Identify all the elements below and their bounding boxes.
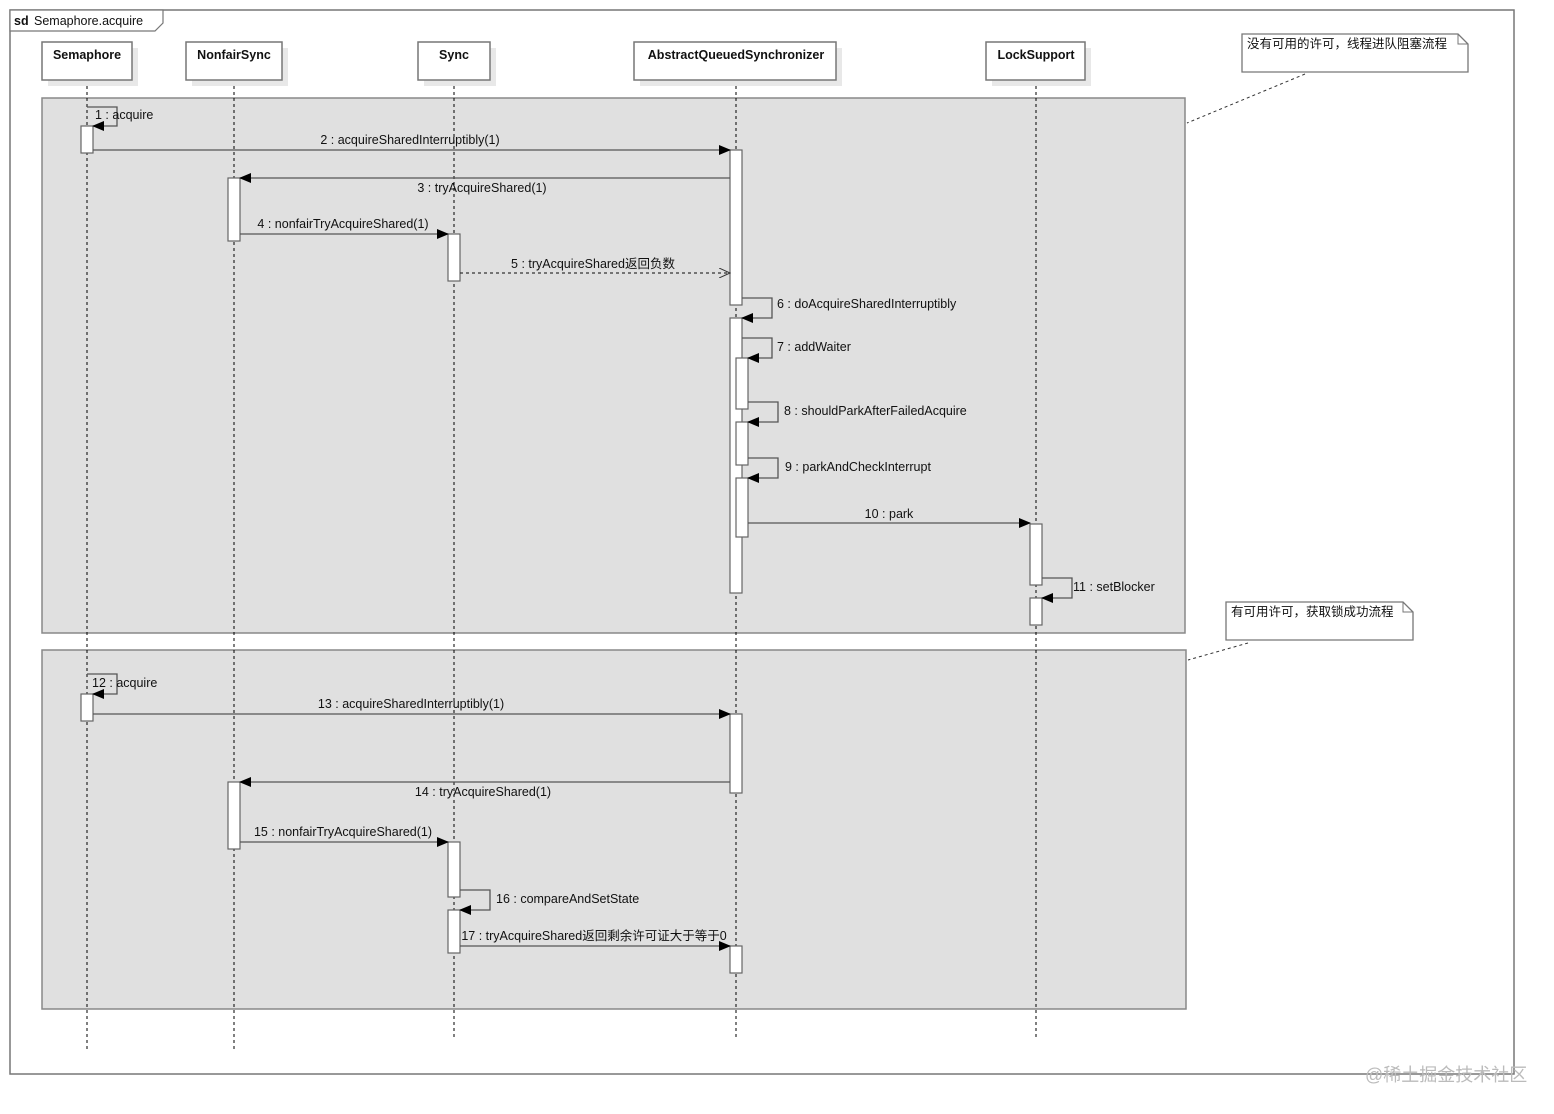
lifeline-name: Sync [439, 48, 469, 62]
activation-bar [729, 945, 743, 974]
message-label: 4 : nonfairTryAcquireShared(1) [257, 217, 428, 231]
message-label: 17 : tryAcquireShared返回剩余许可证大于等于0 [461, 928, 726, 943]
lifeline-header[interactable] [985, 41, 1086, 81]
activation-bar [80, 125, 94, 154]
self-message-arrow [747, 457, 779, 483]
message-label: 5 : tryAcquireShared返回负数 [511, 256, 675, 271]
note-box[interactable] [1241, 33, 1469, 73]
message-label: 7 : addWaiter [777, 340, 851, 354]
message-label: 6 : doAcquireSharedInterruptibly [777, 297, 957, 311]
message-label: 14 : tryAcquireShared(1) [415, 785, 551, 799]
fragment-success-flow [41, 649, 1187, 1010]
activation-bar [735, 357, 749, 410]
activation-bar [729, 713, 743, 794]
note-fold-icon [1402, 602, 1413, 613]
self-message-arrow [742, 337, 773, 363]
lifeline-name: LockSupport [997, 48, 1075, 62]
note-connector [1187, 642, 1249, 661]
sd-keyword: sd [14, 14, 29, 28]
message-label: 8 : shouldParkAfterFailedAcquire [784, 404, 967, 418]
message-label: 2 : acquireSharedInterruptibly(1) [320, 133, 499, 147]
lifeline-header[interactable] [417, 41, 491, 81]
message-label: 12 : acquire [92, 676, 157, 690]
note-box[interactable] [1225, 601, 1414, 641]
activation-bar [447, 909, 461, 954]
message-label: 9 : parkAndCheckInterrupt [785, 460, 931, 474]
note-text: 没有可用的许可，线程进队阻塞流程 [1247, 36, 1448, 51]
self-message-arrow [1041, 577, 1073, 603]
activation-bar [735, 477, 749, 538]
lifeline-name: AbstractQueuedSynchronizer [648, 48, 825, 62]
lifeline-header[interactable] [41, 41, 133, 81]
activation-bar [1029, 523, 1043, 586]
message-label: 16 : compareAndSetState [496, 892, 639, 906]
activation-bar [735, 421, 749, 466]
watermark: @稀土掘金技术社区 [1365, 1065, 1527, 1085]
self-message-arrow [459, 889, 491, 915]
note-text: 有可用许可，获取锁成功流程 [1231, 604, 1394, 619]
message-label: 15 : nonfairTryAcquireShared(1) [254, 825, 432, 839]
self-message-arrow [741, 297, 773, 323]
lifeline-name: NonfairSync [197, 48, 271, 62]
self-message-arrow [747, 401, 779, 427]
sd-frame [9, 9, 1515, 1075]
activation-bar [80, 693, 94, 722]
activation-bar [729, 149, 743, 306]
sd-title: Semaphore.acquire [34, 14, 143, 28]
lifeline-header[interactable] [633, 41, 837, 81]
message-label: 10 : park [865, 507, 914, 521]
sd-frame-tab [9, 9, 164, 32]
note-fold-icon [1457, 34, 1468, 45]
message-label: 3 : tryAcquireShared(1) [417, 181, 546, 195]
activation-bar [1029, 597, 1043, 626]
message-label: 1 : acquire [95, 108, 153, 122]
note-connector [1186, 73, 1306, 124]
self-message-arrow [87, 106, 118, 131]
message-label: 11 : setBlocker [1073, 580, 1155, 594]
lifeline-name: Semaphore [53, 48, 121, 62]
activation-bar [447, 841, 461, 898]
activation-bar [447, 233, 461, 282]
activation-bar [227, 781, 241, 850]
activation-bar [227, 177, 241, 242]
message-label: 13 : acquireSharedInterruptibly(1) [318, 697, 504, 711]
self-message-arrow [87, 673, 118, 699]
lifeline-header[interactable] [185, 41, 283, 81]
